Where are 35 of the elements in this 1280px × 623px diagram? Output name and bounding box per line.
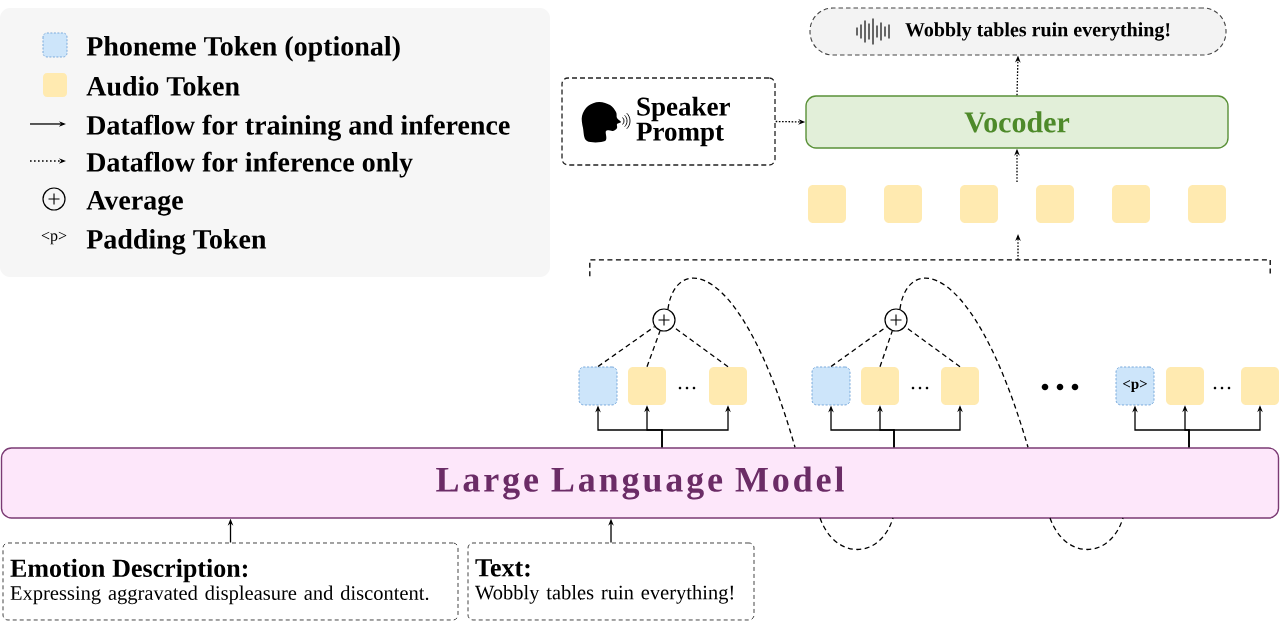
token-square bbox=[1188, 185, 1226, 223]
token-square bbox=[628, 367, 666, 405]
token-square bbox=[1112, 185, 1150, 223]
dashed-bracket bbox=[589, 259, 1271, 277]
vocoder-box: Vocoder bbox=[805, 95, 1229, 149]
token-square bbox=[884, 185, 922, 223]
token-square: <p> bbox=[1115, 366, 1155, 406]
dashed-curve bbox=[899, 277, 1029, 448]
token-square bbox=[808, 185, 846, 223]
token-square bbox=[861, 367, 899, 405]
prompt-box: Speaker Prompt bbox=[561, 77, 776, 166]
legend-text: Audio Token bbox=[86, 76, 240, 96]
dashed-line bbox=[646, 330, 661, 368]
legend-text: Average bbox=[86, 191, 183, 216]
legend-text: Phoneme Token (optional) bbox=[86, 36, 400, 62]
token-square bbox=[709, 367, 747, 405]
token-square bbox=[811, 366, 851, 406]
token-square bbox=[1241, 367, 1279, 405]
legend-symbol: <p> bbox=[41, 231, 67, 245]
model-box: Large Language Model bbox=[0, 447, 1280, 519]
token-square bbox=[1036, 185, 1074, 223]
input-box: Text: Wobbly tables ruin everything! bbox=[467, 542, 755, 621]
legend-text: Padding Token bbox=[86, 229, 267, 255]
token-square bbox=[578, 366, 618, 406]
input-box: Emotion Description: Expressing aggravated displeasure and discontent. bbox=[2, 542, 459, 621]
output-box: Wobbly tables ruin everything! bbox=[809, 7, 1227, 56]
token-square bbox=[941, 367, 979, 405]
plus-circle bbox=[652, 308, 676, 332]
token-square bbox=[1166, 367, 1204, 405]
legend-text: Dataflow for training and inference bbox=[86, 114, 510, 141]
dashed-curve bbox=[667, 277, 796, 448]
token-square bbox=[960, 185, 998, 223]
dashed-line bbox=[879, 330, 893, 368]
legend-text: Dataflow for inference only bbox=[86, 151, 413, 178]
plus-circle bbox=[884, 308, 908, 332]
